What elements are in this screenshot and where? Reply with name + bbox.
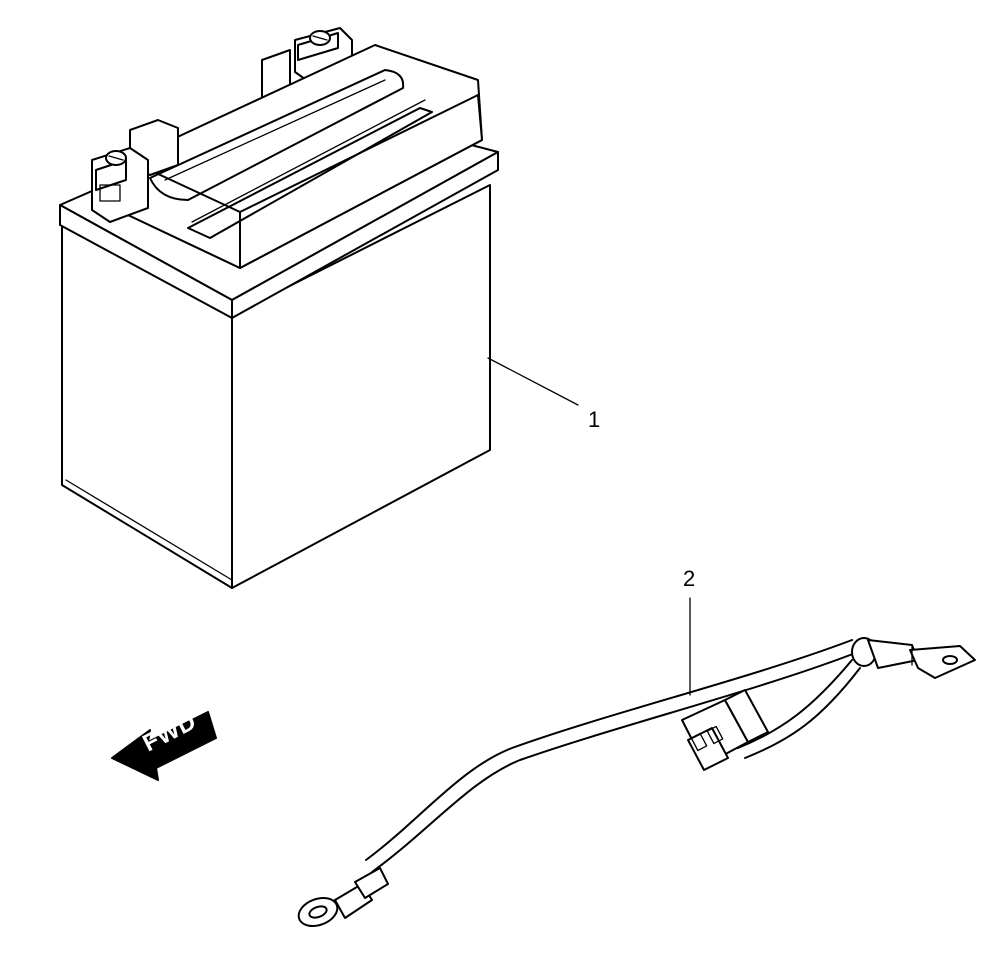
fwd-direction-arrow: FWD xyxy=(111,708,217,781)
leader-line-1 xyxy=(487,357,579,406)
bracket-terminal xyxy=(851,637,976,679)
battery-right-face xyxy=(231,184,491,589)
fwd-arrow-icon xyxy=(111,711,217,781)
callout-2-label: 2 xyxy=(683,566,695,591)
battery-cable-harness xyxy=(297,637,976,928)
callout-1-label: 1 xyxy=(588,407,600,432)
callout-1: 1 xyxy=(487,357,600,432)
wire-connector xyxy=(681,689,769,771)
front-terminal xyxy=(91,147,149,223)
battery-lid-band-right xyxy=(231,151,499,319)
battery xyxy=(59,27,499,589)
callout-2: 2 xyxy=(683,566,695,696)
ring-terminal xyxy=(297,867,389,928)
battery-cover xyxy=(127,44,483,269)
